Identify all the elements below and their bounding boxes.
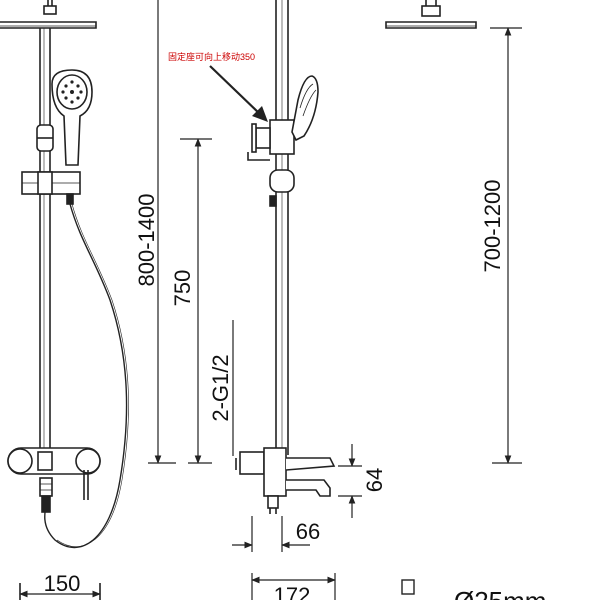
note-fixed-seat: 固定座可向上移动350 (168, 51, 255, 62)
dim-width-150: 150 (44, 571, 81, 596)
dim-spout-66 (232, 516, 310, 552)
label-total-height: 800-1400 (134, 194, 159, 287)
hand-shower (51, 69, 93, 166)
label-width-172: 172 (274, 583, 311, 600)
front-view (0, 0, 129, 600)
note-arrow (209, 65, 268, 122)
dim-width-172 (251, 573, 336, 600)
label-diameter: Ø25mm (454, 586, 546, 600)
label-head-height: 700-1200 (480, 180, 505, 273)
label-vertical-64: 64 (362, 468, 387, 492)
dim-total-height (148, 0, 176, 464)
dim-outlet-height (180, 138, 212, 464)
side-view (235, 0, 336, 514)
label-thread: 2-G1/2 (208, 354, 233, 421)
head-view (385, 0, 477, 29)
dim-head-height (490, 27, 522, 464)
pipe-section-icon (401, 579, 415, 595)
mixer-side (235, 447, 336, 514)
label-outlet-height: 750 (170, 270, 195, 307)
dim-vertical-64 (338, 444, 362, 518)
label-spout-66: 66 (296, 519, 320, 544)
mixer-front (7, 447, 101, 513)
